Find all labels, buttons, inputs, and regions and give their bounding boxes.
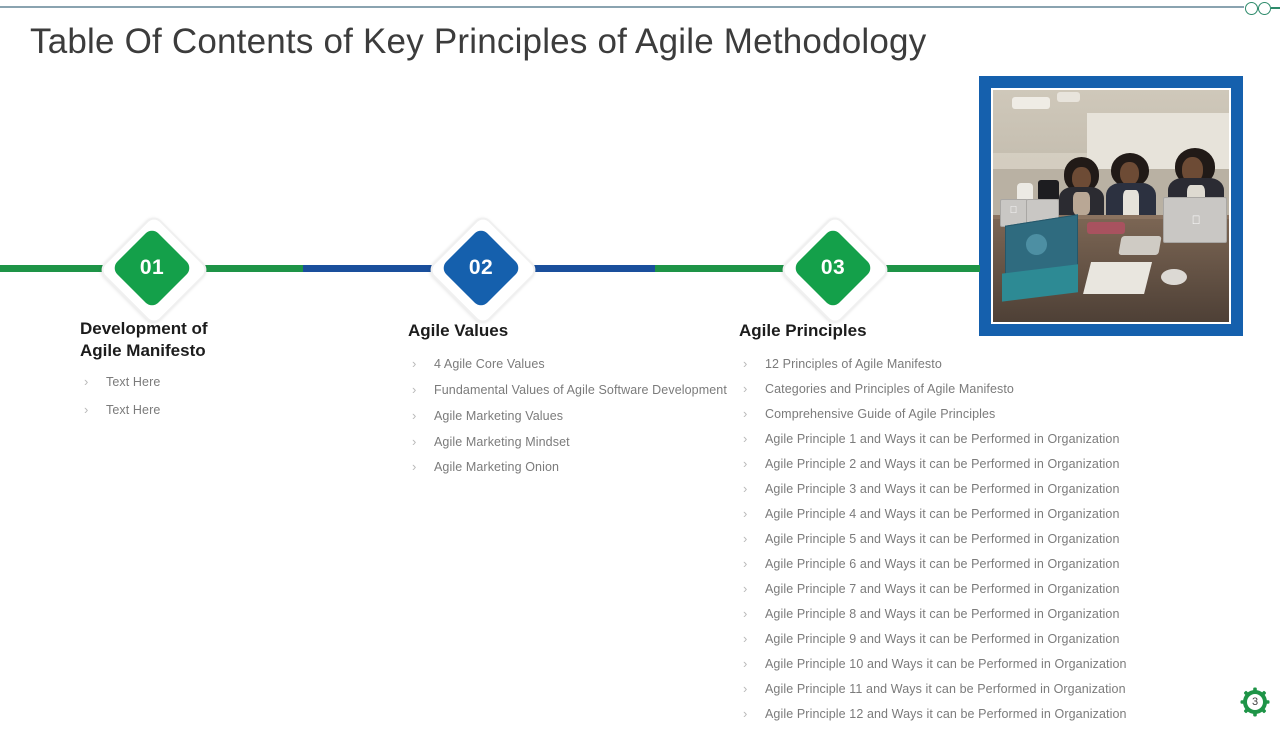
- list-item[interactable]: › Agile Marketing Values: [408, 408, 728, 426]
- list-item-label: Agile Principle 3 and Ways it can be Per…: [765, 482, 1120, 497]
- chevron-right-icon: ›: [743, 481, 748, 497]
- chevron-right-icon: ›: [743, 655, 748, 671]
- header-circles-decoration: [1244, 0, 1280, 16]
- list-item[interactable]: › Agile Principle 5 and Ways it can be Pe…: [739, 531, 1169, 549]
- chevron-right-icon: ›: [743, 381, 748, 397]
- column-1-heading-line-1: Development of: [80, 319, 208, 338]
- gear-icon: [1240, 687, 1270, 717]
- list-item[interactable]: › Agile Principle 1 and Ways it can be Pe…: [739, 431, 1169, 449]
- column-2-list: › 4 Agile Core Values › Fundamental Values…: [408, 356, 728, 477]
- chevron-right-icon: ›: [412, 382, 417, 398]
- list-item-label: Text Here: [106, 374, 161, 389]
- list-item[interactable]: › Agile Principle 7 and Ways it can be Pe…: [739, 581, 1169, 599]
- marker-number-03: 03: [820, 256, 846, 279]
- list-item-label: Agile Principle 7 and Ways it can be Per…: [765, 581, 1120, 596]
- marker-number-01: 01: [139, 256, 165, 279]
- list-item-label: Agile Principle 11 and Ways it can be Pe…: [765, 681, 1126, 696]
- column-2-heading: Agile Values: [408, 321, 509, 340]
- list-item[interactable]: › Agile Principle 9 and Ways it can be Pe…: [739, 631, 1169, 649]
- list-item-label: Comprehensive Guide of Agile Principles: [765, 407, 996, 422]
- chevron-right-icon: ›: [412, 433, 417, 449]
- list-item-label: Agile Marketing Mindset: [434, 434, 570, 449]
- chevron-right-icon: ›: [743, 605, 748, 621]
- page-number: 3: [1251, 696, 1259, 708]
- chevron-right-icon: ›: [743, 531, 748, 546]
- list-item-label: Agile Principle 9 and Ways it can be Per…: [765, 631, 1120, 646]
- list-item[interactable]: › Agile Principle 10 and Ways it can be P…: [739, 656, 1169, 674]
- list-item-label: Agile Principle 8 and Ways it can be Per…: [765, 606, 1120, 621]
- list-item[interactable]: › Agile Principle 6 and Ways it can be Pe…: [739, 556, 1169, 574]
- header-circle-1-icon: [1245, 2, 1258, 15]
- chevron-right-icon: ›: [412, 356, 417, 372]
- list-item[interactable]: › Agile Principle 2 and Ways it can be Pe…: [739, 456, 1169, 474]
- list-item-label: Agile Marketing Values: [434, 408, 564, 423]
- list-item[interactable]: › 4 Agile Core Values: [408, 356, 728, 374]
- chevron-right-icon: ›: [412, 407, 417, 423]
- column-agile-values: Agile Values › 4 Agile Core Values › Funda…: [408, 320, 728, 485]
- chevron-right-icon: ›: [84, 373, 89, 389]
- page-title: Table Of Contents of Key Principles of A…: [30, 22, 927, 61]
- chevron-right-icon: ›: [412, 459, 417, 475]
- chevron-right-icon: ›: [743, 456, 748, 472]
- list-item-label: Agile Principle 1 and Ways it can be Per…: [765, 432, 1120, 447]
- list-item[interactable]: › Categories and Principles of Agile Mani…: [739, 381, 1169, 399]
- column-1-heading-line-2: Agile Manifesto: [80, 341, 206, 361]
- list-item-label: Text Here: [106, 402, 161, 417]
- list-item-label: Agile Principle 2 and Ways it can be Per…: [765, 457, 1120, 472]
- list-item-label: Categories and Principles of Agile Manif…: [765, 382, 1014, 397]
- list-item-label: 4 Agile Core Values: [434, 357, 545, 372]
- list-item-label: 12 Principles of Agile Manifesto: [765, 357, 942, 372]
- header-circle-2-icon: [1258, 2, 1271, 15]
- column-1-heading: Development of Agile Manifesto: [80, 318, 380, 363]
- photo-frame:  : [979, 76, 1243, 336]
- chevron-right-icon: ›: [743, 406, 748, 422]
- chevron-right-icon: ›: [743, 680, 748, 696]
- list-item[interactable]: › Agile Principle 8 and Ways it can be Pe…: [739, 606, 1169, 624]
- list-item[interactable]: › Agile Marketing Mindset: [408, 434, 728, 452]
- list-item-label: Agile Principle 10 and Ways it can be Pe…: [765, 656, 1127, 671]
- chevron-right-icon: ›: [84, 401, 89, 417]
- chevron-right-icon: ›: [743, 630, 748, 646]
- list-item[interactable]: › Agile Principle 12 and Ways it can be P…: [739, 706, 1169, 724]
- list-item[interactable]: › Text Here: [80, 374, 380, 392]
- list-item-label: Agile Principle 12 and Ways it can be Pe…: [765, 706, 1127, 721]
- photo-mat:  : [991, 88, 1231, 324]
- chevron-right-icon: ›: [743, 555, 748, 571]
- column-development-of-agile-manifesto: Development of Agile Manifesto › Text Her…: [80, 318, 380, 429]
- meeting-photo:  : [993, 90, 1229, 322]
- list-item-label: Agile Principle 4 and Ways it can be Per…: [765, 507, 1120, 522]
- list-item[interactable]: › 12 Principles of Agile Manifesto: [739, 356, 1169, 374]
- marker-number-02: 02: [468, 256, 494, 279]
- list-item[interactable]: › Agile Principle 4 and Ways it can be Pe…: [739, 506, 1169, 524]
- list-item-label: Fundamental Values of Agile Software Dev…: [434, 383, 727, 398]
- chevron-right-icon: ›: [743, 705, 748, 721]
- list-item-label: Agile Marketing Onion: [434, 460, 560, 475]
- timeline-marker-02[interactable]: 02: [426, 213, 540, 327]
- page-number-badge: 3: [1240, 687, 1270, 717]
- list-item[interactable]: › Agile Principle 11 and Ways it can be P…: [739, 681, 1169, 699]
- list-item-label: Agile Principle 6 and Ways it can be Per…: [765, 556, 1120, 571]
- chevron-right-icon: ›: [743, 431, 748, 447]
- timeline-marker-03[interactable]: 03: [778, 213, 892, 327]
- chevron-right-icon: ›: [743, 580, 748, 596]
- header-rule: [0, 6, 1244, 8]
- list-item-label: Agile Principle 5 and Ways it can be Per…: [765, 532, 1120, 546]
- list-item[interactable]: › Agile Marketing Onion: [408, 459, 728, 477]
- column-3-list: › 12 Principles of Agile Manifesto › Categ…: [739, 356, 1169, 723]
- list-item[interactable]: › Text Here: [80, 402, 380, 420]
- list-item[interactable]: › Fundamental Values of Agile Software De…: [408, 382, 728, 400]
- column-3-heading: Agile Principles: [739, 321, 867, 340]
- chevron-right-icon: ›: [743, 356, 748, 372]
- list-item[interactable]: › Comprehensive Guide of Agile Principles: [739, 406, 1169, 424]
- timeline-marker-01[interactable]: 01: [97, 213, 211, 327]
- chevron-right-icon: ›: [743, 506, 748, 522]
- header-circle-tail: [1271, 6, 1280, 9]
- list-item[interactable]: › Agile Principle 3 and Ways it can be Pe…: [739, 481, 1169, 499]
- column-agile-principles: Agile Principles › 12 Principles of Agile…: [739, 320, 1169, 731]
- column-1-list: › Text Here › Text Here: [80, 374, 380, 420]
